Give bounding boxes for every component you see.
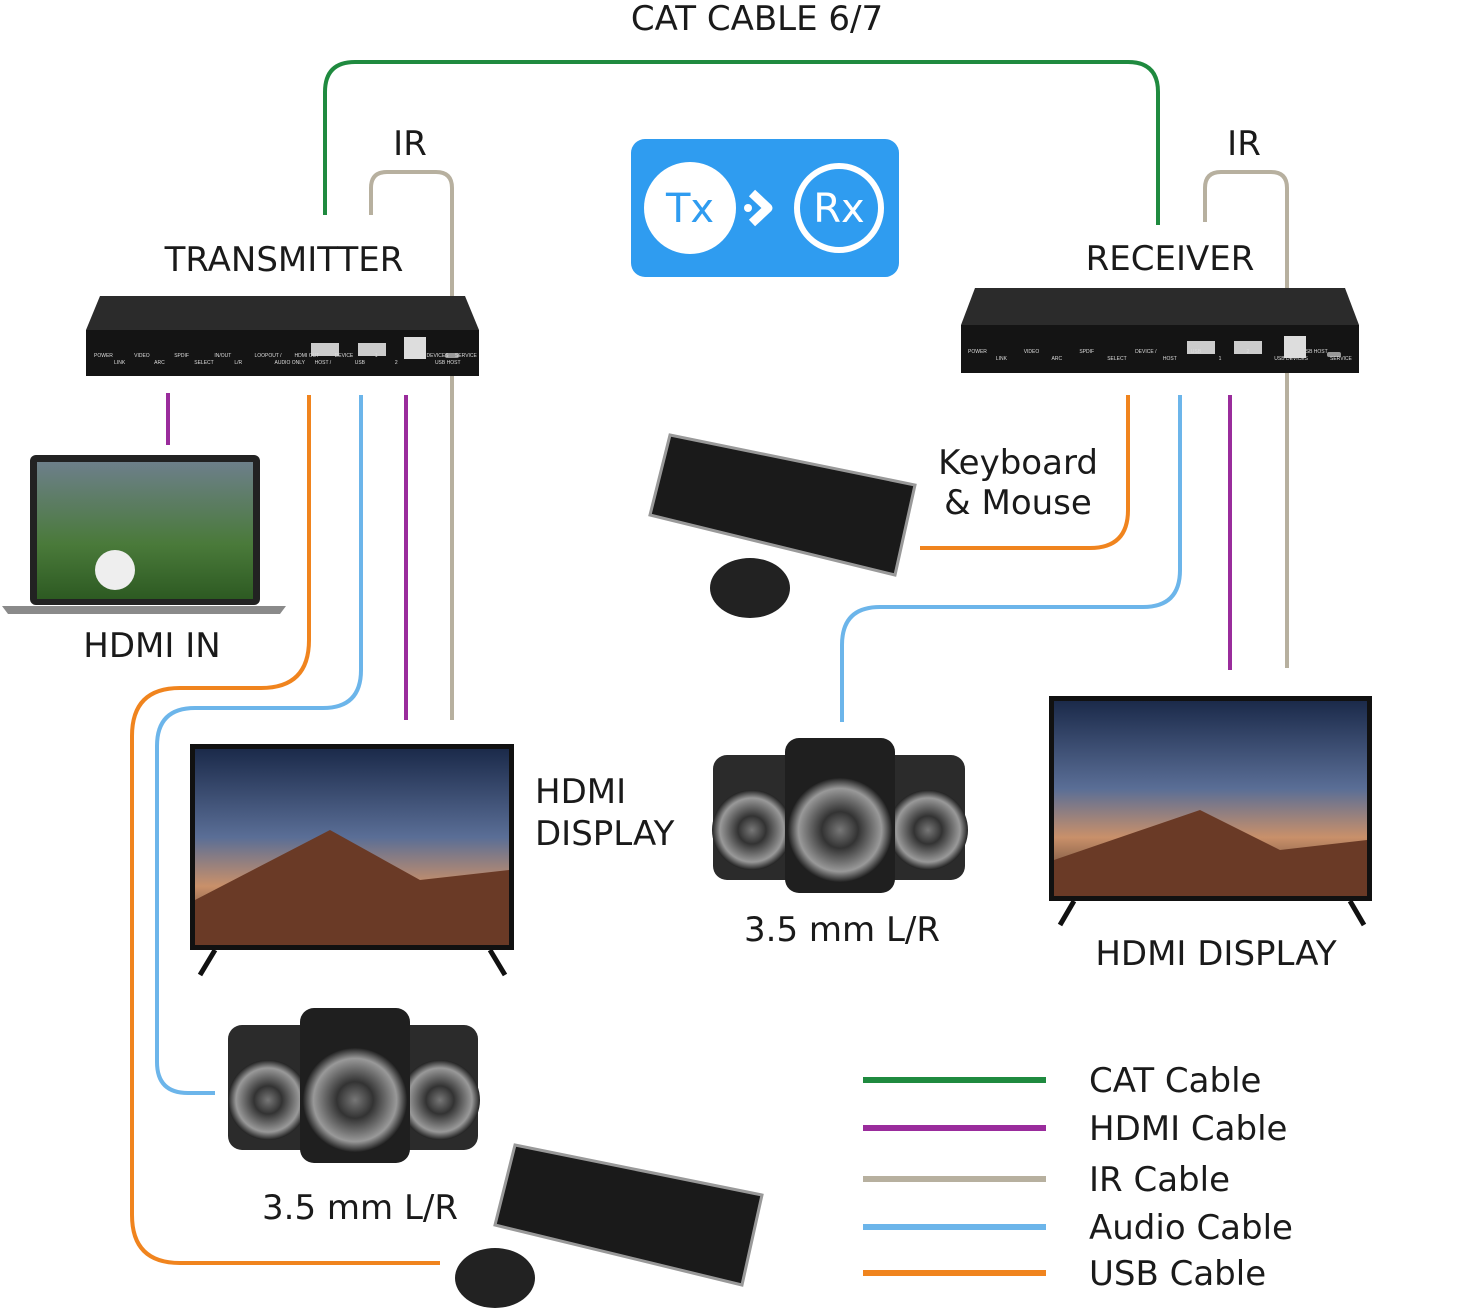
panel-label: 2: [395, 360, 398, 366]
arrow-right-icon: [748, 189, 773, 227]
panel-label: USB: [355, 360, 366, 366]
panel-label: AUDIO ONLY: [275, 360, 306, 366]
tx-audio-label: 3.5 mm L/R: [262, 1188, 458, 1228]
receiver-device: POWER LINK VIDEO ARC SPDIF SELECT DEVICE / HOST…: [961, 288, 1359, 373]
panel-label: VIDEO: [1024, 349, 1040, 355]
panel-label: SELECT: [1107, 356, 1126, 362]
hdmi-display-label-line2: DISPLAY: [535, 814, 675, 854]
panel-label: SERVICE: [1330, 356, 1353, 362]
legend-label: USB Cable: [1089, 1254, 1266, 1294]
rx-badge-text: Rx: [813, 186, 864, 232]
cat-cable-label: CAT CABLE 6/7: [631, 0, 883, 39]
panel-label: LOOPOUT /: [254, 353, 282, 359]
tx-audio-cable-line: [155, 395, 363, 1095]
keyboard-label-line2: & Mouse: [944, 483, 1092, 523]
panel-label: SELECT: [194, 360, 213, 366]
tx-hdmi-display-image: [190, 744, 514, 977]
panel-label: SERVICE: [455, 353, 478, 359]
tx-rx-badge: Tx Rx: [631, 139, 899, 277]
legend-label: HDMI Cable: [1089, 1109, 1287, 1149]
receiver-label: RECEIVER: [1086, 239, 1255, 279]
legend-label: IR Cable: [1089, 1160, 1230, 1200]
panel-label: USB DEVICES: [415, 353, 449, 359]
rx-keyboard-mouse-image: [648, 433, 917, 618]
panel-label: HDMI OUT: [295, 353, 320, 359]
panel-label: DEVICE /: [1135, 349, 1157, 355]
rx-ir-cable-line: [1203, 170, 1289, 668]
panel-label: SPDIF: [174, 353, 189, 359]
rx-ir-label: IR: [1227, 124, 1261, 164]
legend-label: Audio Cable: [1089, 1208, 1293, 1248]
tx-badge-text: Tx: [665, 186, 714, 232]
panel-label: LINK: [114, 360, 126, 366]
panel-label: HOST: [1163, 356, 1177, 362]
legend-label: CAT Cable: [1089, 1061, 1261, 1101]
panel-label: USB HOST: [435, 360, 461, 366]
panel-label: IN/OUT: [214, 353, 231, 359]
panel-label: USB: [1191, 349, 1202, 355]
rx-audio-cable-line: [840, 395, 1182, 722]
panel-label: DEVICE: [335, 353, 354, 359]
rx-hdmi-display-image: [1049, 696, 1372, 927]
panel-label: USB DEVICES: [1274, 356, 1308, 362]
panel-label: L/R: [234, 360, 242, 366]
panel-label: 1: [375, 353, 378, 359]
keyboard-label-line1: Keyboard: [938, 443, 1098, 483]
laptop-image: [2, 455, 286, 614]
transmitter-label: TRANSMITTER: [164, 240, 404, 280]
rx-hdmi-display-label: HDMI DISPLAY: [1095, 934, 1337, 974]
panel-label: VIDEO: [134, 353, 150, 359]
tx-speakers-image: [228, 1008, 480, 1163]
panel-label: POWER: [94, 353, 113, 359]
rx-speakers-image: [712, 738, 968, 893]
panel-label: LINK: [996, 356, 1008, 362]
rx-audio-label: 3.5 mm L/R: [744, 910, 940, 950]
panel-label: POWER: [968, 349, 987, 355]
panel-label: ARC: [154, 360, 165, 366]
panel-label: 1: [1219, 356, 1222, 362]
panel-label: SPDIF: [1079, 349, 1094, 355]
panel-label: ARC: [1052, 356, 1063, 362]
hdmi-display-label-line1: HDMI: [535, 772, 626, 812]
panel-label: HOST /: [315, 360, 332, 366]
panel-label: USB HOST: [1302, 349, 1328, 355]
tx-ir-cable-line: [369, 170, 454, 720]
tx-ir-label: IR: [393, 124, 427, 164]
rx-usb-cable-line: [920, 395, 1130, 550]
cat-cable-line: [323, 60, 1160, 225]
panel-label: 2: [1246, 349, 1249, 355]
hdmi-in-label: HDMI IN: [83, 626, 220, 666]
tx-usb-cable-line: [130, 395, 440, 1265]
tx-keyboard-mouse-image: [455, 1143, 764, 1308]
